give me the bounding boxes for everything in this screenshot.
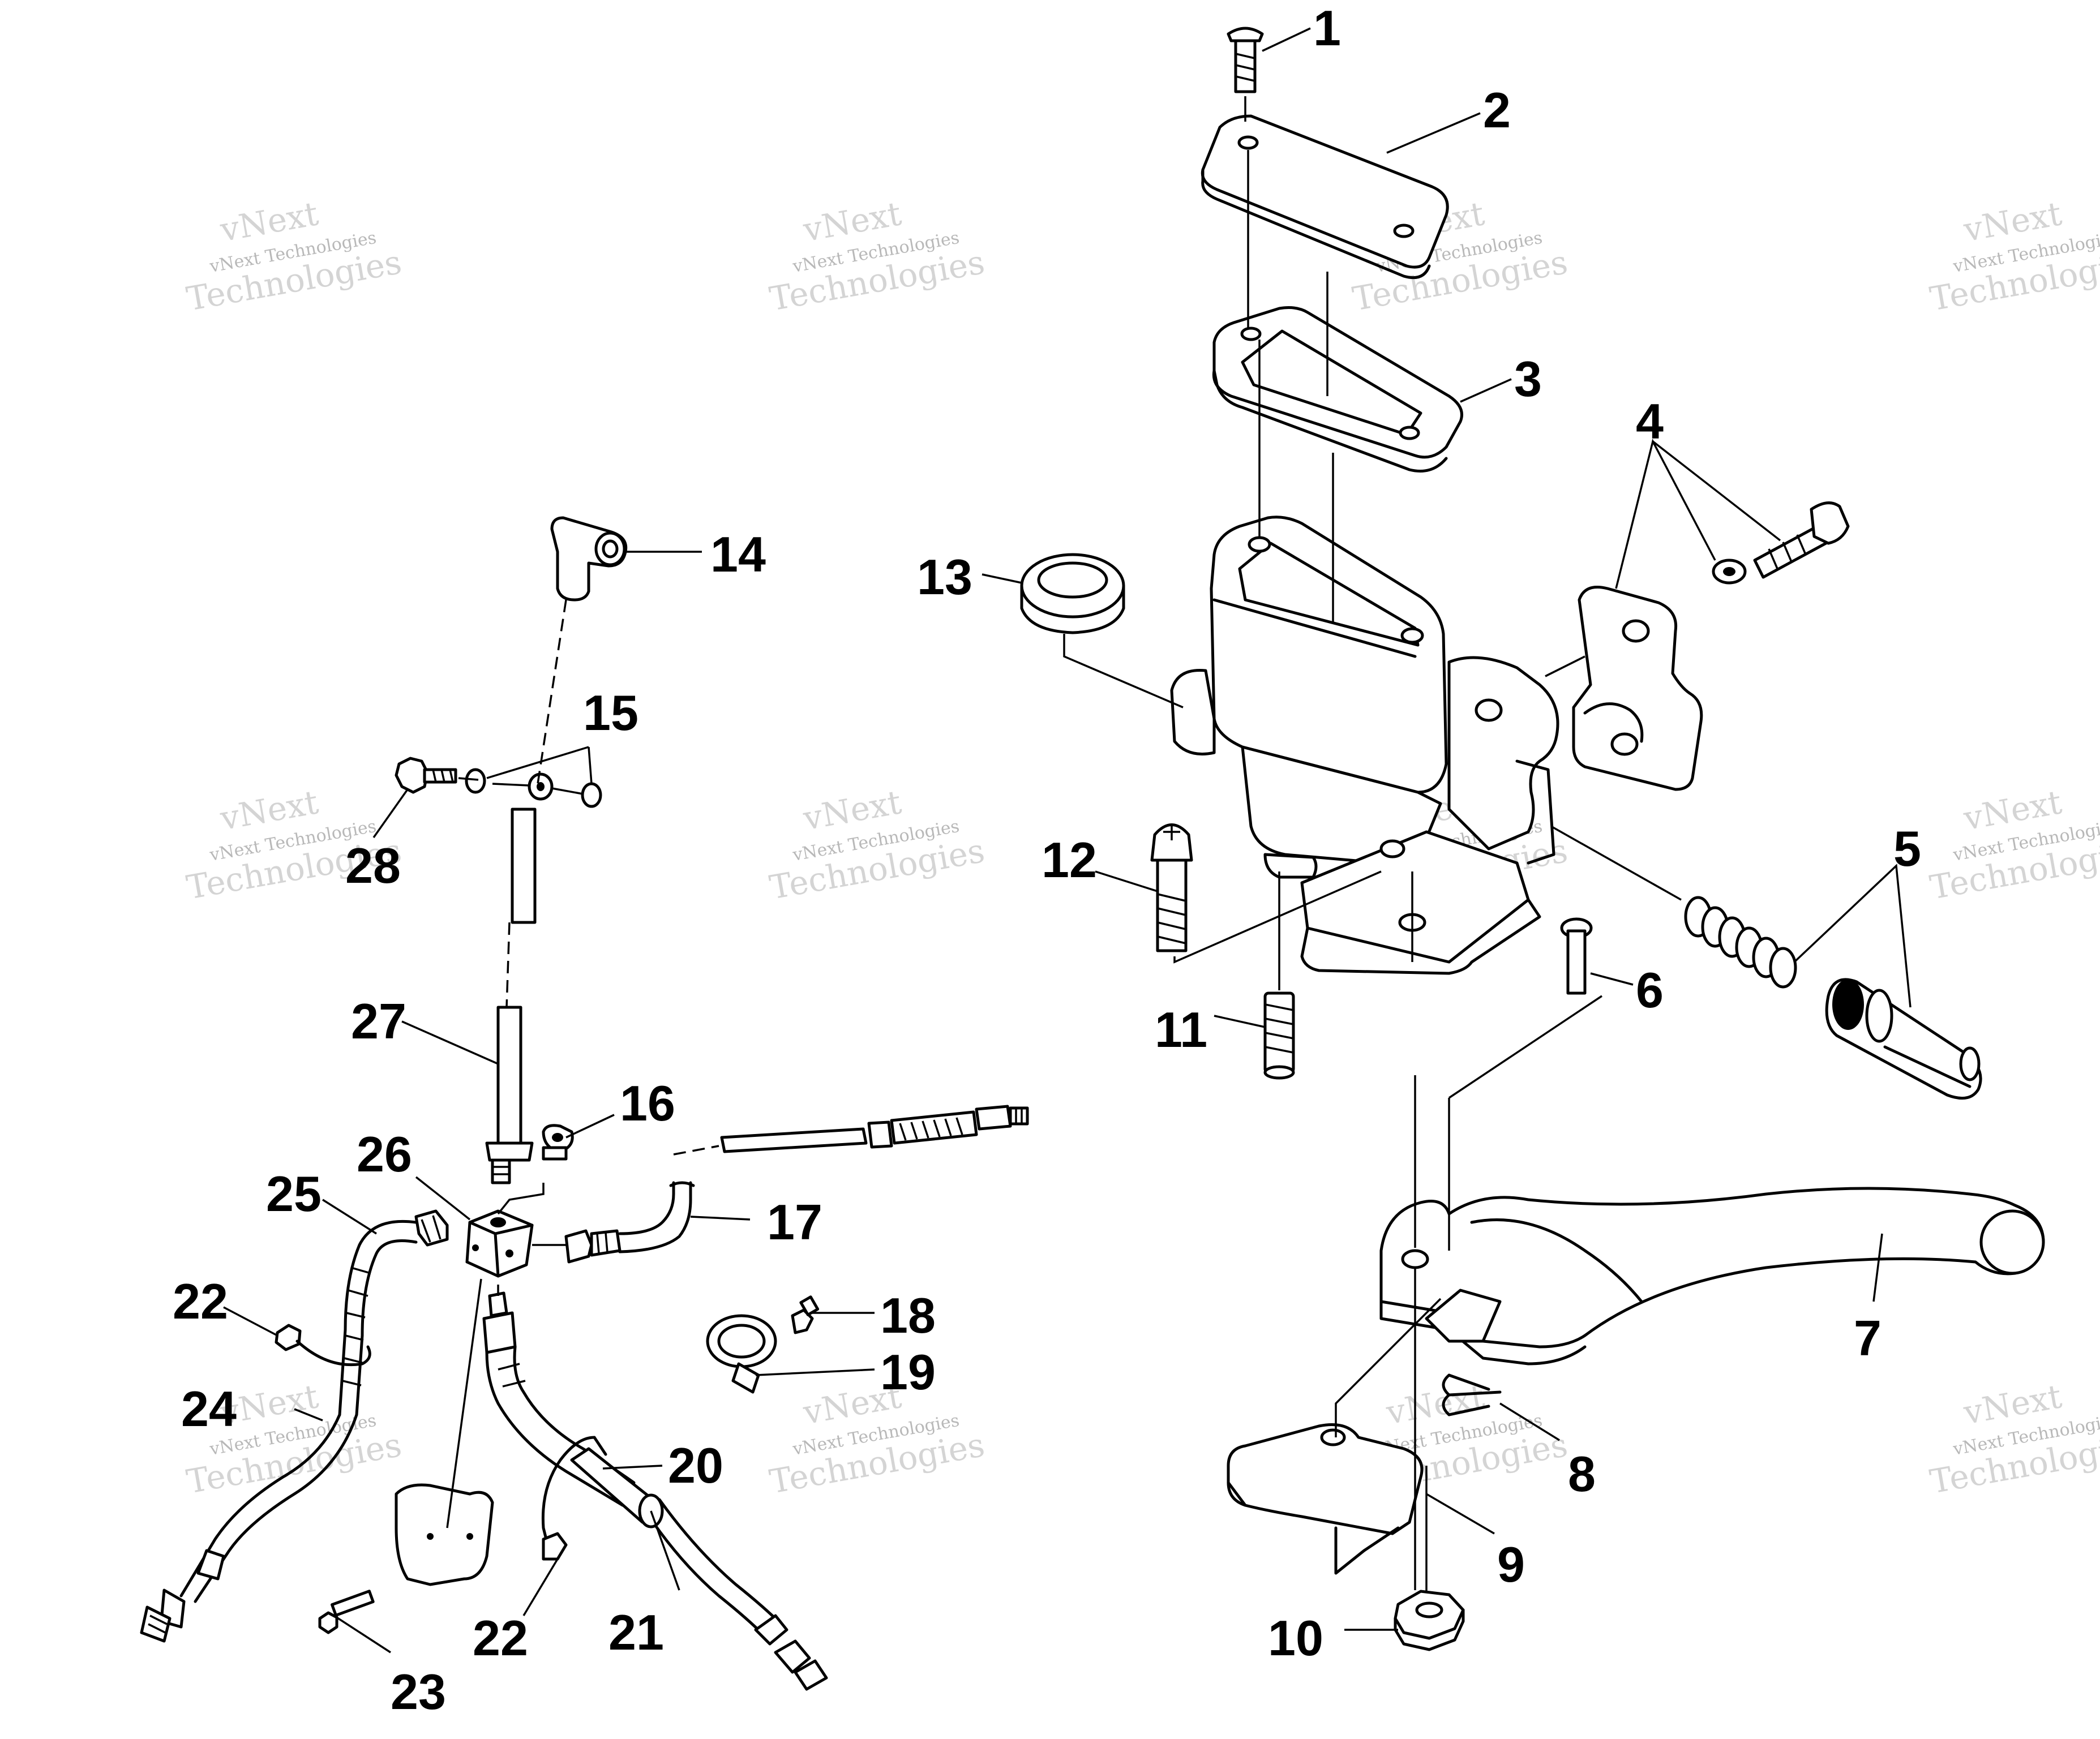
part-25-hose — [338, 1209, 449, 1416]
master-cylinder-body — [1170, 516, 1559, 975]
callout-10: 10 — [1268, 1610, 1323, 1666]
callout-27: 27 — [351, 993, 406, 1049]
part-1-cover-screw — [1227, 27, 1264, 93]
part-9-adjuster — [1227, 1423, 1424, 1575]
part-15-banjo-washers — [465, 768, 602, 924]
part-24-hose — [140, 1413, 358, 1643]
callout-25: 25 — [266, 1166, 322, 1222]
part-18-fitting — [791, 1295, 820, 1334]
callout-23: 23 — [391, 1664, 446, 1720]
part-12-screw — [1150, 823, 1193, 952]
part-2-reservoir-cover — [1201, 114, 1449, 280]
part-22-hose-clip — [541, 1436, 607, 1561]
callout-26: 26 — [357, 1126, 412, 1182]
callout-22: 22 — [473, 1610, 528, 1666]
part-8-spring — [1442, 1373, 1502, 1416]
part-14-boot — [550, 516, 628, 602]
watermark: vNext vNext Technologies Technologies — [1927, 1377, 2100, 1501]
watermark-group: vNext vNext Technologies Technologies vN… — [184, 194, 2100, 1501]
part-23-mounting-pad — [318, 1483, 494, 1634]
callout-9: 9 — [1497, 1536, 1525, 1592]
watermark: vNext vNext Technologies Technologies — [184, 194, 405, 318]
callout-3: 3 — [1514, 351, 1542, 407]
part-17-hose — [564, 1105, 1029, 1264]
callout-7: 7 — [1854, 1310, 1882, 1366]
part-26-junction-block — [465, 1209, 534, 1278]
watermark: vNext vNext Technologies Technologies — [767, 194, 988, 318]
callout-17: 17 — [767, 1194, 822, 1250]
watermark: vNext vNext Technologies Technologies — [767, 1377, 988, 1501]
part-19-hose-clip — [706, 1314, 777, 1394]
callout-18: 18 — [880, 1287, 936, 1343]
callout-6: 6 — [1636, 962, 1664, 1018]
watermark: vNext vNext Technologies Technologies — [1927, 194, 2100, 318]
callout-12: 12 — [1042, 832, 1097, 888]
callout-15: 15 — [583, 685, 638, 741]
callout-11: 11 — [1155, 1002, 1207, 1058]
callout-8: 8 — [1568, 1446, 1596, 1502]
part-5-spring-piston — [1684, 896, 1982, 1100]
callout-16: 16 — [620, 1075, 675, 1131]
part-3-diaphragm — [1212, 306, 1463, 473]
part-6-pivot-pin — [1560, 917, 1593, 995]
callout-21: 21 — [608, 1604, 664, 1660]
callout-4: 4 — [1636, 393, 1664, 449]
part-4-handlebar-clamp — [1572, 501, 1850, 791]
callout-1: 1 — [1313, 0, 1341, 56]
assembly-lines-left — [446, 599, 719, 1528]
part-20-hose-sleeve — [482, 1291, 658, 1524]
callout-5: 5 — [1893, 821, 1921, 877]
part-21-hose — [638, 1493, 828, 1691]
part-13-sight-glass — [1020, 553, 1125, 634]
callout-13: 13 — [917, 549, 972, 605]
part-11-stud — [1263, 991, 1295, 1080]
watermark: vNext vNext Technologies Technologies — [1927, 783, 2100, 907]
callout-19: 19 — [880, 1344, 936, 1400]
part-27-hose — [485, 1006, 534, 1184]
assembly-lines-right — [1063, 96, 1682, 1593]
part-10-nut — [1394, 1590, 1465, 1651]
callout-28: 28 — [345, 838, 401, 894]
part-28-banjo-bolt — [395, 757, 457, 794]
part-22-hose-clip — [275, 1324, 371, 1367]
part-16-bleeder — [542, 1124, 574, 1161]
callout-24: 24 — [181, 1381, 237, 1437]
callout-22: 22 — [173, 1273, 228, 1329]
callout-20: 20 — [668, 1437, 723, 1493]
part-7-brake-lever — [1379, 1187, 2045, 1366]
callout-14: 14 — [710, 526, 766, 582]
callout-2: 2 — [1483, 82, 1511, 138]
leader-lines — [223, 27, 1912, 1654]
callouts: 1 2 3 4 5 6 7 8 9 10 11 12 13 14 15 16 1… — [173, 0, 1921, 1720]
watermark: vNext vNext Technologies Technologies — [767, 783, 988, 907]
